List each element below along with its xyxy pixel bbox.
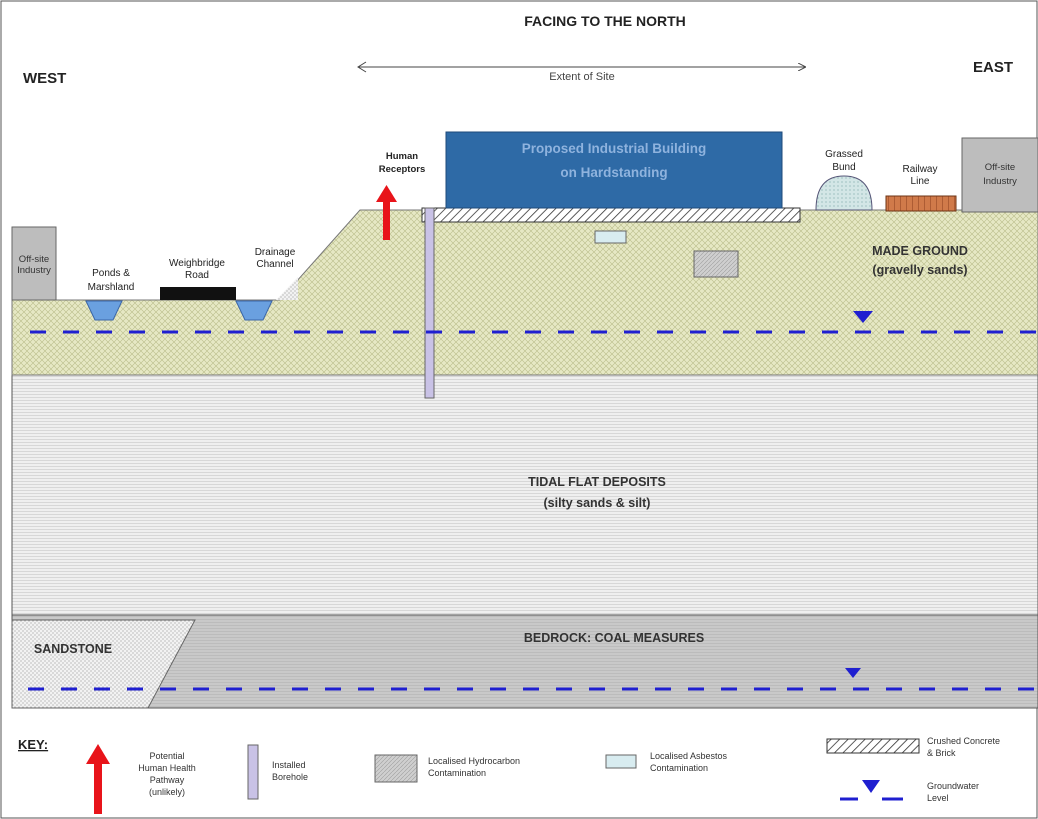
building-label-1: Proposed Industrial Building [522,141,707,156]
key-pathway-arrow [86,744,110,814]
page-title: FACING TO THE NORTH [524,13,686,29]
key-borehole-2: Borehole [272,772,308,782]
offsite-industry-right [961,137,1038,213]
asbestos-contamination [594,230,627,244]
human-label-1: Human [386,151,418,162]
key-title: KEY: [18,737,48,752]
key-concrete-1: Crushed Concrete [927,736,1000,746]
key-pathway-4: (unlikely) [149,787,185,797]
weighbridge-label-2: Road [185,270,209,281]
grassed-bund [815,175,873,211]
key-pathway-2: Human Health [138,763,196,773]
key-borehole-1: Installed [272,760,306,770]
east-label: EAST [973,59,1013,76]
groundwater-marker-2 [845,668,861,678]
key-pathway-1: Potential [149,751,184,761]
west-label: WEST [23,70,66,87]
key-borehole-icon [247,744,259,800]
key-asbestos-2: Contamination [650,763,708,773]
tidal-flat-layer [11,374,1038,616]
offsite-left-label-1: Off-site [19,254,49,265]
key-hydrocarbon-1: Localised Hydrocarbon [428,756,520,766]
drainage-fill [276,277,298,300]
weighbridge-label-1: Weighbridge [169,258,225,269]
key-asbestos-icon [605,754,637,769]
bedrock-label: BEDROCK: COAL MEASURES [524,631,704,645]
key-groundwater-2: Level [927,793,949,803]
ponds-label-1: Ponds & [92,268,130,279]
railway-line [885,195,957,212]
pond [85,300,123,321]
key-asbestos-1: Localised Asbestos [650,751,728,761]
drainage-label-1: Drainage [255,247,296,258]
tidal-label-2: (silty sands & silt) [544,496,651,510]
human-label-2: Receptors [379,164,425,175]
weighbridge-road [160,287,236,300]
key-hydrocarbon-icon [374,754,418,783]
drainage-channel [235,300,273,321]
extent-label: Extent of Site [549,71,614,83]
key-groundwater-1: Groundwater [927,781,979,791]
offsite-left-label-2: Industry [17,265,51,276]
key-hydrocarbon-2: Contamination [428,768,486,778]
bund-label-2: Bund [832,162,855,173]
made-ground-label-2: (gravelly sands) [872,263,967,277]
key-pathway-3: Pathway [150,775,185,785]
extent-arrow-left [357,61,367,73]
made-ground-label-1: MADE GROUND [872,244,968,258]
offsite-right-label-2: Industry [983,176,1017,187]
sandstone-label: SANDSTONE [34,642,112,656]
railway-label-2: Line [911,176,930,187]
drainage-label-2: Channel [256,259,293,270]
sandstone-layer [11,619,196,709]
tidal-label-1: TIDAL FLAT DEPOSITS [528,475,666,489]
offsite-right-label-1: Off-site [985,162,1015,173]
installed-borehole [424,207,435,399]
offsite-industry-left [11,226,57,301]
groundwater-marker-1 [853,311,873,323]
hydrocarbon-contamination [693,250,739,278]
bund-label-1: Grassed [825,149,863,160]
key-concrete-2: & Brick [927,748,956,758]
key-groundwater-icon [840,780,903,801]
human-receptor-arrow [376,185,397,240]
ponds-label-2: Marshland [88,282,135,293]
key-concrete-icon [826,738,920,754]
railway-label-1: Railway [902,164,937,175]
proposed-building [445,131,783,209]
building-label-2: on Hardstanding [560,165,667,180]
hardstanding [421,207,801,223]
